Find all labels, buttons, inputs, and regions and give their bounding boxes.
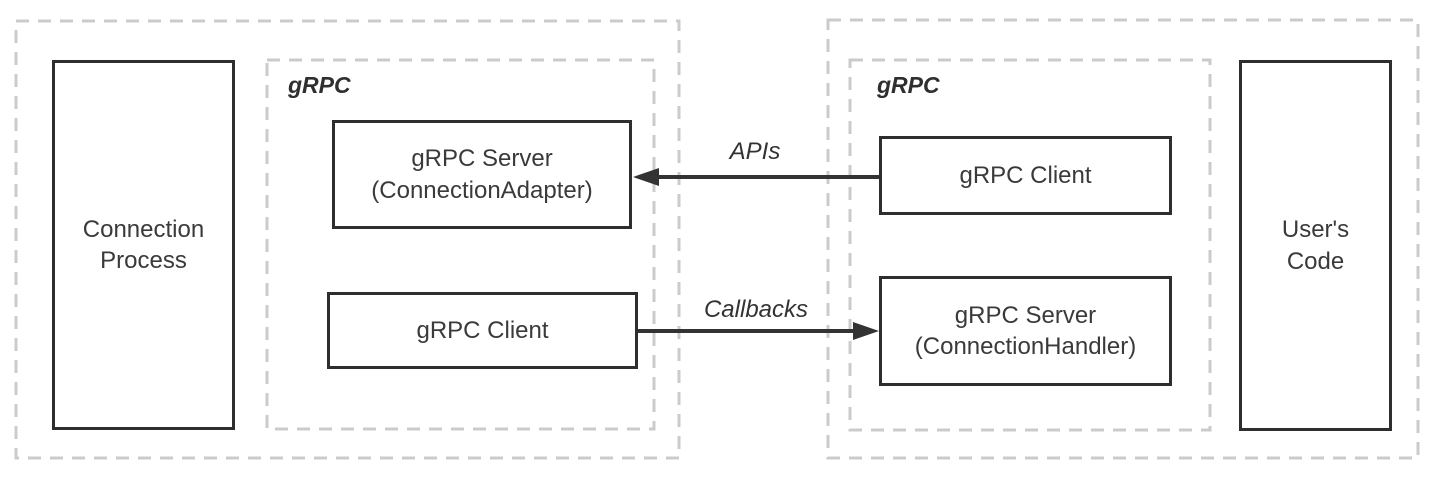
callbacks-arrowhead-right-icon [853,322,879,340]
connection-process-label: Connection Process [82,215,205,274]
grpc-server-connection-adapter-label: gRPC Server (ConnectionAdapter) [371,143,592,205]
connection-process-box: Connection Process [52,60,235,430]
apis-arrowhead-left-icon [633,168,659,186]
adapter-box-title: gRPC Server [411,145,553,173]
right-outer-dashed-container [826,18,1420,460]
callbacks-arrow-label: Callbacks [703,296,809,323]
users-code-label: User's Code [1281,216,1350,275]
right-grpc-client-box: gRPC Client [879,136,1172,215]
left-grpc-client-label: gRPC Client [416,316,549,344]
left-outer-dashed-container [14,19,681,460]
left-grpc-client-box: gRPC Client [327,292,638,369]
left-grpc-dashed-group [265,58,656,431]
grpc-server-connection-handler-box: gRPC Server (ConnectionHandler) [879,276,1172,386]
right-grpc-client-label: gRPC Client [959,161,1092,189]
users-code-box: User's Code [1239,60,1392,431]
adapter-box-subtitle: (ConnectionAdapter) [371,176,593,204]
handler-box-subtitle: (ConnectionHandler) [914,333,1137,360]
right-grpc-group-label: gRPC [877,72,940,98]
right-grpc-dashed-group [848,58,1212,432]
handler-box-title: gRPC Server [954,301,1097,329]
left-grpc-group-label: gRPC [288,72,351,98]
apis-arrow-label: APIs [729,138,781,165]
grpc-server-connection-handler-label: gRPC Server (ConnectionHandler) [915,300,1136,362]
grpc-server-connection-adapter-box: gRPC Server (ConnectionAdapter) [332,120,632,229]
